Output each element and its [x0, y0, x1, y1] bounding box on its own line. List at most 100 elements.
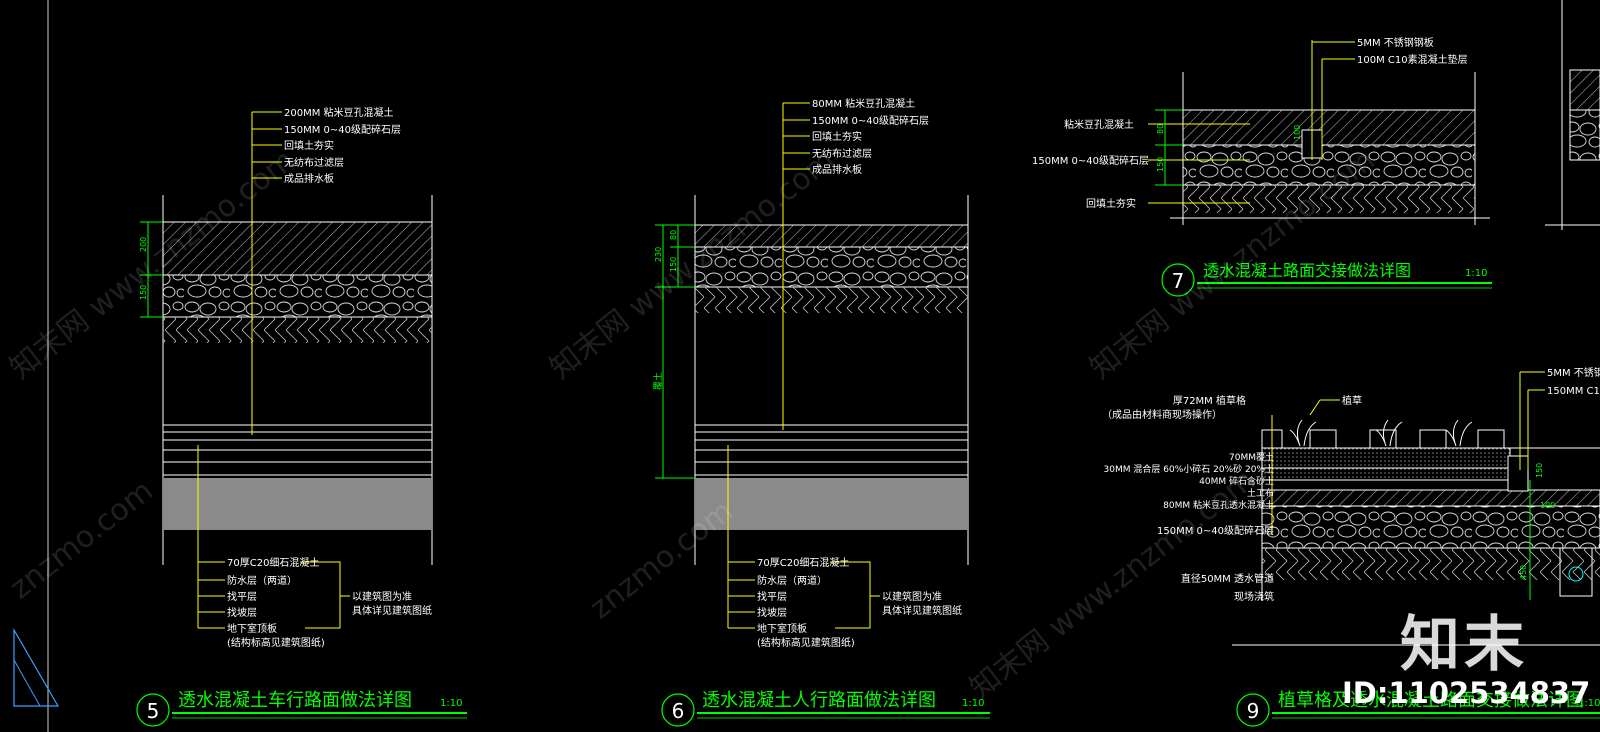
detail5-side-note-1: 以建筑图为准: [352, 590, 412, 603]
detail7-top-label-1: 5MM 不锈钢钢板: [1357, 36, 1434, 49]
detail5-top-label-3: 回填土夯实: [284, 139, 334, 152]
detail9-gravel-layer: [1261, 505, 1600, 549]
detail6-top-label-1: 80MM 粘米豆孔混凝土: [812, 97, 915, 110]
north-triangle-symbol: [13, 627, 60, 707]
detail-9-section: [1232, 371, 1600, 727]
detail7-title: 透水混凝土路面交接做法详图: [1203, 261, 1411, 280]
detail7-left-label-2: 150MM 0~40级配碎石层: [1032, 154, 1149, 167]
drain-pipe-icon: [1568, 566, 1584, 582]
detail5-bottom-label-1: 70厚C20细石混凝土: [227, 556, 319, 569]
detail5-bottom-label-3: 找平层: [227, 590, 257, 603]
detail6-title: 透水混凝土人行路面做法详图: [702, 690, 936, 711]
detail9-soil-base: [1262, 548, 1600, 580]
detail7-dim-2: 150: [1156, 157, 1165, 172]
detail7-concrete-layer: [1182, 109, 1476, 146]
detail6-top-label-3: 回填土夯实: [812, 130, 862, 143]
detail7-dim-3: 100: [1293, 125, 1302, 140]
brand-logo: 知末: [1400, 610, 1528, 680]
grass-icon: [1289, 419, 1317, 447]
detail5-bottom-label-6: (结构标高见建筑图纸): [227, 636, 325, 649]
drain-pipe-box: [1559, 547, 1593, 597]
detail6-dim-4: 覆土: [652, 372, 664, 390]
detail9-left-label-5: 40MM 碎石含砂土: [1199, 475, 1274, 487]
detail5-number-circle: [136, 693, 170, 727]
detail5-soil-layer: [163, 317, 432, 343]
detail7-gravel-layer: [1182, 144, 1476, 186]
detail7-dim-1: 80: [1156, 124, 1165, 134]
detail6-dim-2: 150: [669, 257, 678, 272]
detail5-title: 透水混凝土车行路面做法详图: [178, 690, 412, 711]
detail6-number: 6: [672, 699, 685, 723]
detail5-bottom-label-2: 防水层（两道）: [227, 574, 297, 587]
detail9-top-label-2: 5MM 不锈钢: [1547, 366, 1600, 379]
watermark-layer: 知末网 www.znzmo.com 知末网 www.znzmo.com 知末网 …: [3, 143, 1381, 707]
detail6-top-label-2: 150MM 0~40级配碎石层: [812, 114, 929, 127]
detail9-left-label-9: 直径50MM 透水管道: [1181, 572, 1274, 585]
detail5-slab: [163, 478, 432, 530]
detail5-top-label-4: 无纺布过滤层: [284, 156, 344, 169]
detail6-bottom-label-1: 70厚C20细石混凝土: [757, 556, 849, 569]
detail9-left-label-2: （成品由材料商现场操作）: [1102, 408, 1222, 421]
detail9-top-label-1: 植草: [1342, 394, 1362, 407]
detail7-soil-layer: [1183, 185, 1475, 213]
detail9-left-label-4: 30MM 混合层 60%小碎石 20%砂 20%土: [1104, 463, 1274, 475]
detail5-concrete-layer: [162, 221, 433, 276]
detail6-number-circle: [661, 693, 695, 727]
detail6-bottom-label-4: 找坡层: [757, 606, 787, 619]
detail9-soil-layer: [1261, 447, 1511, 469]
detail9-dim-1: 150: [1535, 463, 1544, 478]
detail6-bottom-label-3: 找平层: [757, 590, 787, 603]
detail6-side-note-2: 具体详见建筑图纸: [882, 604, 962, 617]
detail5-top-label-1: 200MM 粘米豆孔混凝土: [284, 106, 394, 119]
detail6-scale: 1:10: [962, 698, 984, 709]
detail5-dim-bottom: 150: [139, 285, 148, 300]
detail5-top-label-5: 成品排水板: [284, 172, 334, 185]
detail9-left-label-7: 80MM 粘米豆孔透水混凝土: [1163, 499, 1274, 511]
detail6-soil-layer: [695, 287, 968, 313]
detail7-number: 7: [1172, 269, 1185, 293]
detail6-dim-3: 230: [654, 247, 663, 262]
detail9-dim-3: 450: [1519, 565, 1528, 580]
detail6-bottom-label-2: 防水层（两道）: [757, 574, 827, 587]
detail5-top-label-2: 150MM 0~40级配碎石层: [284, 123, 401, 136]
detail9-number: 9: [1247, 699, 1260, 723]
detail9-left-label-10: 现场浇筑: [1234, 590, 1274, 603]
detail9-scale: 1:10: [1578, 698, 1600, 709]
detail5-bottom-label-5: 地下室顶板: [227, 622, 277, 635]
detail9-left-label-1: 厚72MM 植草格: [1173, 394, 1246, 407]
detail9-number-circle: [1236, 693, 1270, 727]
detail6-slab: [695, 478, 968, 530]
watermark-5: znzmo.com: [583, 493, 739, 626]
detail5-side-note-2: 具体详见建筑图纸: [352, 604, 432, 617]
partial-detail-right-edge: [1545, 0, 1600, 230]
detail7-left-label-1: 粘米豆孔混凝土: [1064, 118, 1134, 131]
detail6-side-note-1: 以建筑图为准: [882, 590, 942, 603]
detail-7-section: [1148, 40, 1492, 297]
watermark-4: znzmo.com: [3, 473, 159, 606]
detail5-dim-top: 200: [139, 237, 148, 252]
detail6-top-label-4: 无纺布过滤层: [812, 147, 872, 160]
detail9-title: 植草格及透水混凝土路面交接做法详图: [1278, 690, 1584, 711]
detail9-left-label-8: 150MM 0~40级配碎石层: [1157, 524, 1274, 537]
detail5-bottom-label-4: 找坡层: [227, 606, 257, 619]
detail6-bottom-label-6: (结构标高见建筑图纸): [757, 636, 855, 649]
detail-6-section: [655, 102, 990, 727]
detail7-scale: 1:10: [1465, 268, 1487, 279]
detail-5-section: [136, 111, 467, 727]
detail6-bottom-label-5: 地下室顶板: [757, 622, 807, 635]
detail9-mix-layer: [1261, 467, 1511, 481]
detail7-number-circle: [1161, 263, 1195, 297]
detail6-gravel-layer: [694, 246, 969, 288]
detail9-top-label-3: 150MM C10: [1547, 386, 1600, 397]
detail9-left-label-6: 土工布: [1247, 487, 1274, 499]
detail6-top-label-5: 成品排水板: [812, 163, 862, 176]
detail9-left-label-3: 70MM覆土: [1229, 451, 1274, 463]
detail5-gravel-layer: [162, 274, 433, 318]
detail6-dim-1: 80: [669, 230, 678, 240]
detail5-number: 5: [147, 699, 160, 723]
detail9-dim-2: 100: [1540, 501, 1555, 510]
id-tag: ID:1102534837: [1342, 676, 1591, 710]
detail7-top-label-2: 100M C10素混凝土垫层: [1357, 53, 1468, 66]
detail5-scale: 1:10: [440, 698, 462, 709]
